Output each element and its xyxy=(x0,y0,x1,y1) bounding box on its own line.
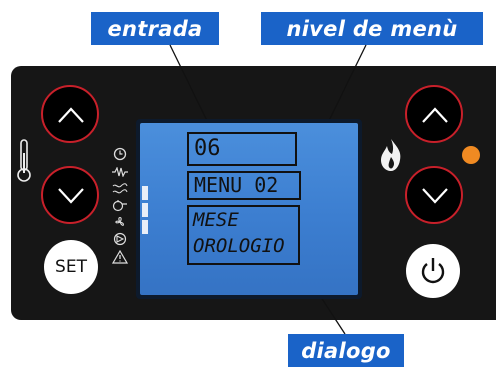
warning-icon xyxy=(110,249,130,264)
entry-pointer-line xyxy=(169,44,214,134)
lcd-screen xyxy=(140,123,358,295)
chevron-down-icon xyxy=(422,188,448,204)
right-up-button[interactable] xyxy=(405,85,463,143)
chevron-up-icon xyxy=(58,107,84,123)
entry-value: 06 xyxy=(194,136,221,161)
set-button-label: SET xyxy=(55,257,87,277)
power-icon xyxy=(421,258,445,284)
lcd-dialog-field: MESE OROLOGIO xyxy=(187,205,300,265)
set-button[interactable]: SET xyxy=(44,240,98,294)
thermometer-icon xyxy=(16,139,32,187)
level-bar-2 xyxy=(142,203,148,217)
pump-icon xyxy=(110,198,130,213)
left-down-button[interactable] xyxy=(41,166,99,224)
chevron-down-icon xyxy=(58,188,84,204)
callout-entry-label: entrada xyxy=(91,12,219,45)
auger-icon xyxy=(110,231,130,246)
chevron-up-icon xyxy=(422,107,448,123)
clock-icon xyxy=(110,146,130,161)
dialog-line-1: MESE xyxy=(193,209,239,231)
lcd-entry-field: 06 xyxy=(187,132,297,166)
menu-level-value: MENU 02 xyxy=(194,173,279,197)
exchanger-icon xyxy=(110,181,130,196)
flame-icon xyxy=(378,138,404,176)
left-up-button[interactable] xyxy=(41,85,99,143)
right-down-button[interactable] xyxy=(405,166,463,224)
dialog-line-2: OROLOGIO xyxy=(193,235,285,257)
status-led xyxy=(462,146,480,164)
level-bar-1 xyxy=(142,186,148,200)
level-bar-3 xyxy=(142,220,148,234)
power-button[interactable] xyxy=(406,244,460,298)
resistor-icon xyxy=(110,164,130,179)
callout-menu-level-label: nivel de menù xyxy=(261,12,483,45)
fan-icon xyxy=(110,214,130,229)
callout-dialog-label: dialogo xyxy=(288,334,404,367)
lcd-menu-level-field: MENU 02 xyxy=(187,171,301,200)
